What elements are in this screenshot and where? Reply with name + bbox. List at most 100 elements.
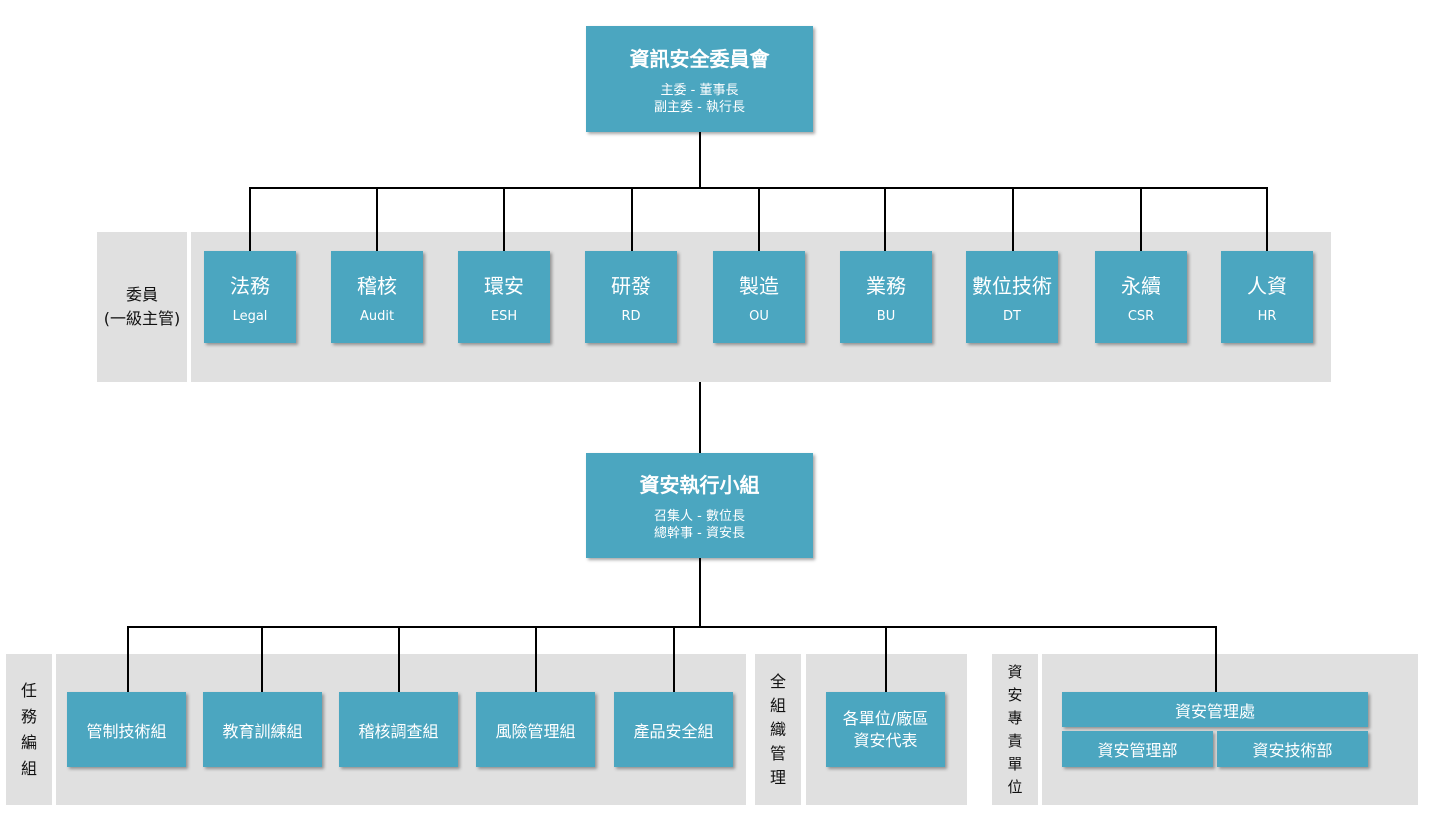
member-box-esh: 環安 ESH	[458, 251, 550, 343]
connector-member-drop	[631, 187, 633, 251]
connector-member-drop	[1266, 187, 1268, 251]
dedicated-label-panel	[992, 654, 1038, 805]
org-label-panel	[755, 654, 801, 805]
member-en: Audit	[359, 309, 395, 324]
connector-member-drop	[758, 187, 760, 251]
security-technology-dept-label: 資安技術部	[1252, 741, 1333, 760]
connector-to-exec	[699, 382, 701, 454]
task-label-text: 產品安全組	[633, 721, 714, 741]
member-box-legal: 法務 Legal	[204, 251, 296, 343]
connector-task-drop	[535, 626, 537, 692]
members-label-line2: (一級主管)	[103, 309, 181, 328]
dedicated-panel	[1042, 654, 1418, 805]
org-box-line2: 資安代表	[853, 730, 918, 750]
task-box-control-tech: 管制技術組	[67, 692, 186, 767]
exec-group-box: 資安執行小組 召集人 - 數位長 總幹事 - 資安長	[586, 453, 813, 558]
members-label-line1: 委員	[125, 285, 158, 304]
member-en: OU	[749, 309, 769, 324]
exec-group-secretary: 總幹事 - 資安長	[654, 526, 745, 541]
task-label-text: 管制技術組	[86, 721, 167, 741]
task-label: 任 務 編 組	[6, 654, 52, 805]
connector-org-drop	[885, 626, 887, 692]
connector-task-drop	[127, 626, 129, 692]
committee-vice-chair: 副主委 - 執行長	[654, 99, 745, 115]
dedicated-label-char: 位	[1007, 777, 1023, 796]
exec-group-convener: 召集人 - 數位長	[654, 509, 745, 524]
org-label-char: 管	[769, 743, 786, 763]
security-technology-dept-box: 資安技術部	[1217, 731, 1368, 767]
committee-title: 資訊安全委員會	[629, 46, 770, 71]
member-box-audit: 稽核 Audit	[331, 251, 423, 343]
member-zh: 業務	[866, 274, 906, 298]
security-office-box: 資安管理處	[1062, 692, 1368, 727]
member-box-csr: 永續 CSR	[1095, 251, 1187, 343]
member-box-rd: 研發 RD	[585, 251, 677, 343]
task-label-text: 教育訓練組	[222, 721, 303, 741]
connector-member-drop	[1012, 187, 1014, 251]
member-en: RD	[621, 309, 641, 324]
org-label-char: 全	[769, 671, 786, 691]
member-en: DT	[1003, 309, 1021, 324]
org-representative-box: 各單位/廠區 資安代表	[826, 692, 945, 767]
connector-member-drop	[376, 187, 378, 251]
task-label-char: 任	[20, 680, 37, 700]
member-box-dt: 數位技術 DT	[966, 251, 1058, 343]
member-zh: 數位技術	[972, 274, 1052, 298]
connector-member-drop	[503, 187, 505, 251]
member-zh: 研發	[611, 274, 651, 298]
exec-group-title: 資安執行小組	[639, 473, 760, 497]
members-label: 委員 (一級主管)	[97, 232, 187, 382]
member-en: CSR	[1127, 309, 1155, 324]
connector-dedicated-drop	[1215, 626, 1217, 692]
task-label-char: 編	[20, 732, 37, 752]
member-en: BU	[876, 309, 896, 324]
members-label-panel	[97, 232, 187, 382]
connector-member-drop	[884, 187, 886, 251]
member-zh: 製造	[739, 274, 779, 298]
security-management-dept-label: 資安管理部	[1097, 741, 1178, 760]
task-box-product-security: 產品安全組	[614, 692, 733, 767]
committee-chair: 主委 - 董事長	[660, 82, 739, 98]
committee-box: 資訊安全委員會 主委 - 董事長 副主委 - 執行長	[586, 26, 813, 132]
connector-task-drop	[398, 626, 400, 692]
member-zh: 永續	[1121, 274, 1161, 298]
connector-member-drop	[249, 187, 251, 251]
security-management-dept-box: 資安管理部	[1062, 731, 1213, 767]
member-en: HR	[1257, 309, 1277, 324]
member-zh: 人資	[1247, 274, 1287, 298]
task-box-audit-investigation: 稽核調查組	[339, 692, 458, 767]
org-label-char: 織	[769, 719, 786, 739]
org-label: 全 組 織 管 理	[755, 654, 801, 805]
dedicated-label: 資 安 專 責 單 位	[992, 654, 1038, 805]
dedicated-label-char: 單	[1007, 754, 1023, 773]
connector-task-drop	[261, 626, 263, 692]
org-label-char: 理	[769, 767, 786, 787]
task-label-char: 組	[20, 758, 37, 778]
member-zh: 法務	[230, 274, 270, 298]
dedicated-label-char: 安	[1007, 685, 1023, 704]
member-en: Legal	[232, 309, 268, 324]
connector-member-drop	[1140, 187, 1142, 251]
task-label-text: 稽核調查組	[358, 721, 439, 741]
member-box-hr: 人資 HR	[1221, 251, 1313, 343]
task-box-training: 教育訓練組	[203, 692, 322, 767]
connector-bottom-bar	[127, 626, 1217, 628]
connector-task-drop	[673, 626, 675, 692]
dedicated-label-char: 專	[1007, 708, 1023, 727]
connector-exec-down	[699, 558, 701, 627]
org-box-line1: 各單位/廠區	[842, 708, 929, 728]
member-zh: 環安	[484, 274, 524, 298]
task-label-panel	[6, 654, 52, 805]
member-box-bu: 業務 BU	[840, 251, 932, 343]
org-label-char: 組	[769, 695, 786, 715]
connector-committee-down	[699, 132, 701, 188]
dedicated-label-char: 資	[1007, 662, 1023, 681]
task-box-risk-management: 風險管理組	[476, 692, 595, 767]
security-office-label: 資安管理處	[1174, 701, 1255, 721]
task-label-text: 風險管理組	[495, 721, 576, 741]
member-en: ESH	[490, 309, 518, 324]
task-label-char: 務	[20, 706, 37, 726]
dedicated-label-char: 責	[1007, 731, 1023, 750]
member-zh: 稽核	[357, 274, 397, 298]
member-box-ou: 製造 OU	[713, 251, 805, 343]
